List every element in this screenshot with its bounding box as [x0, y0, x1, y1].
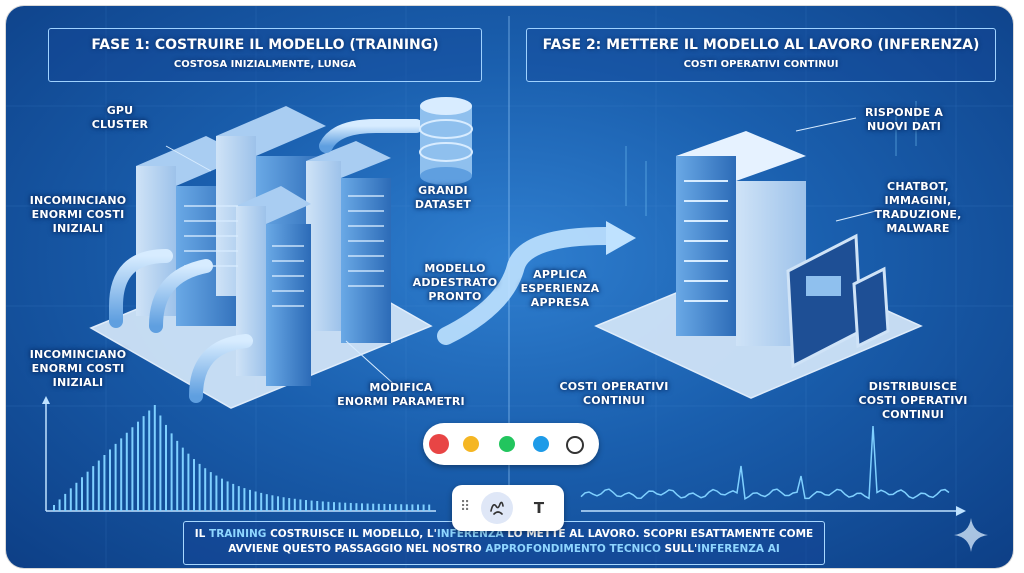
inference-server [676, 131, 806, 346]
phase2-title: FASE 2: METTERE IL MODELLO AL LAVORO (IN… [542, 37, 980, 53]
annotation-toolbar: ⠿ T [452, 485, 564, 531]
color-swatch-yellow[interactable] [463, 436, 479, 452]
text-tool-icon: T [533, 499, 545, 517]
drag-handle-icon[interactable]: ⠿ [460, 499, 471, 515]
inference-cost-chart [580, 425, 966, 516]
infographic-image: FASE 1: COSTRUIRE IL MODELLO (TRAINING) … [6, 6, 1013, 568]
color-swatch-blue[interactable] [533, 436, 549, 452]
draw-icon [490, 501, 504, 515]
phase1-title-box: FASE 1: COSTRUIRE IL MODELLO (TRAINING) … [48, 28, 482, 82]
infographic-art [6, 6, 1013, 568]
phase1-subtitle: COSTOSA INIZIALMENTE, LUNGA [173, 59, 357, 70]
tablet-device [786, 233, 863, 369]
arrow-head [606, 221, 636, 255]
color-swatch-white[interactable] [566, 436, 584, 454]
caption-link[interactable]: APPROFONDIMENTO TECNICO [485, 543, 661, 555]
color-picker [423, 423, 599, 465]
phase1-title: FASE 1: COSTRUIRE IL MODELLO (TRAINING) [91, 37, 439, 53]
text-tool-button[interactable]: T [523, 492, 555, 524]
color-swatch-red[interactable] [429, 434, 449, 454]
caption-line-2: AVVIENE QUESTO PASSAGGIO NEL NOSTRO APPR… [228, 543, 780, 555]
color-swatch-green[interactable] [499, 436, 515, 452]
caption-line-1: IL TRAINING COSTRUISCE IL MODELLO, L'INF… [194, 528, 814, 540]
sparkle-icon [954, 518, 988, 552]
caption-box: IL TRAINING COSTRUISCE IL MODELLO, L'INF… [183, 521, 825, 565]
cooling-pipes [109, 119, 423, 403]
label-usi: CHATBOT,IMMAGINI,TRADUZIONE,MALWARE [874, 180, 962, 235]
draw-tool-button[interactable] [481, 492, 513, 524]
dataset-database [419, 97, 473, 185]
phase2-title-box: FASE 2: METTERE IL MODELLO AL LAVORO (IN… [526, 28, 996, 82]
phase2-subtitle: COSTI OPERATIVI CONTINUI [683, 59, 839, 70]
phone-device [852, 266, 890, 349]
training-cost-bars [53, 405, 431, 511]
transfer-arrow [437, 227, 615, 345]
label-leaders [165, 117, 877, 387]
signal-lines [625, 101, 917, 216]
